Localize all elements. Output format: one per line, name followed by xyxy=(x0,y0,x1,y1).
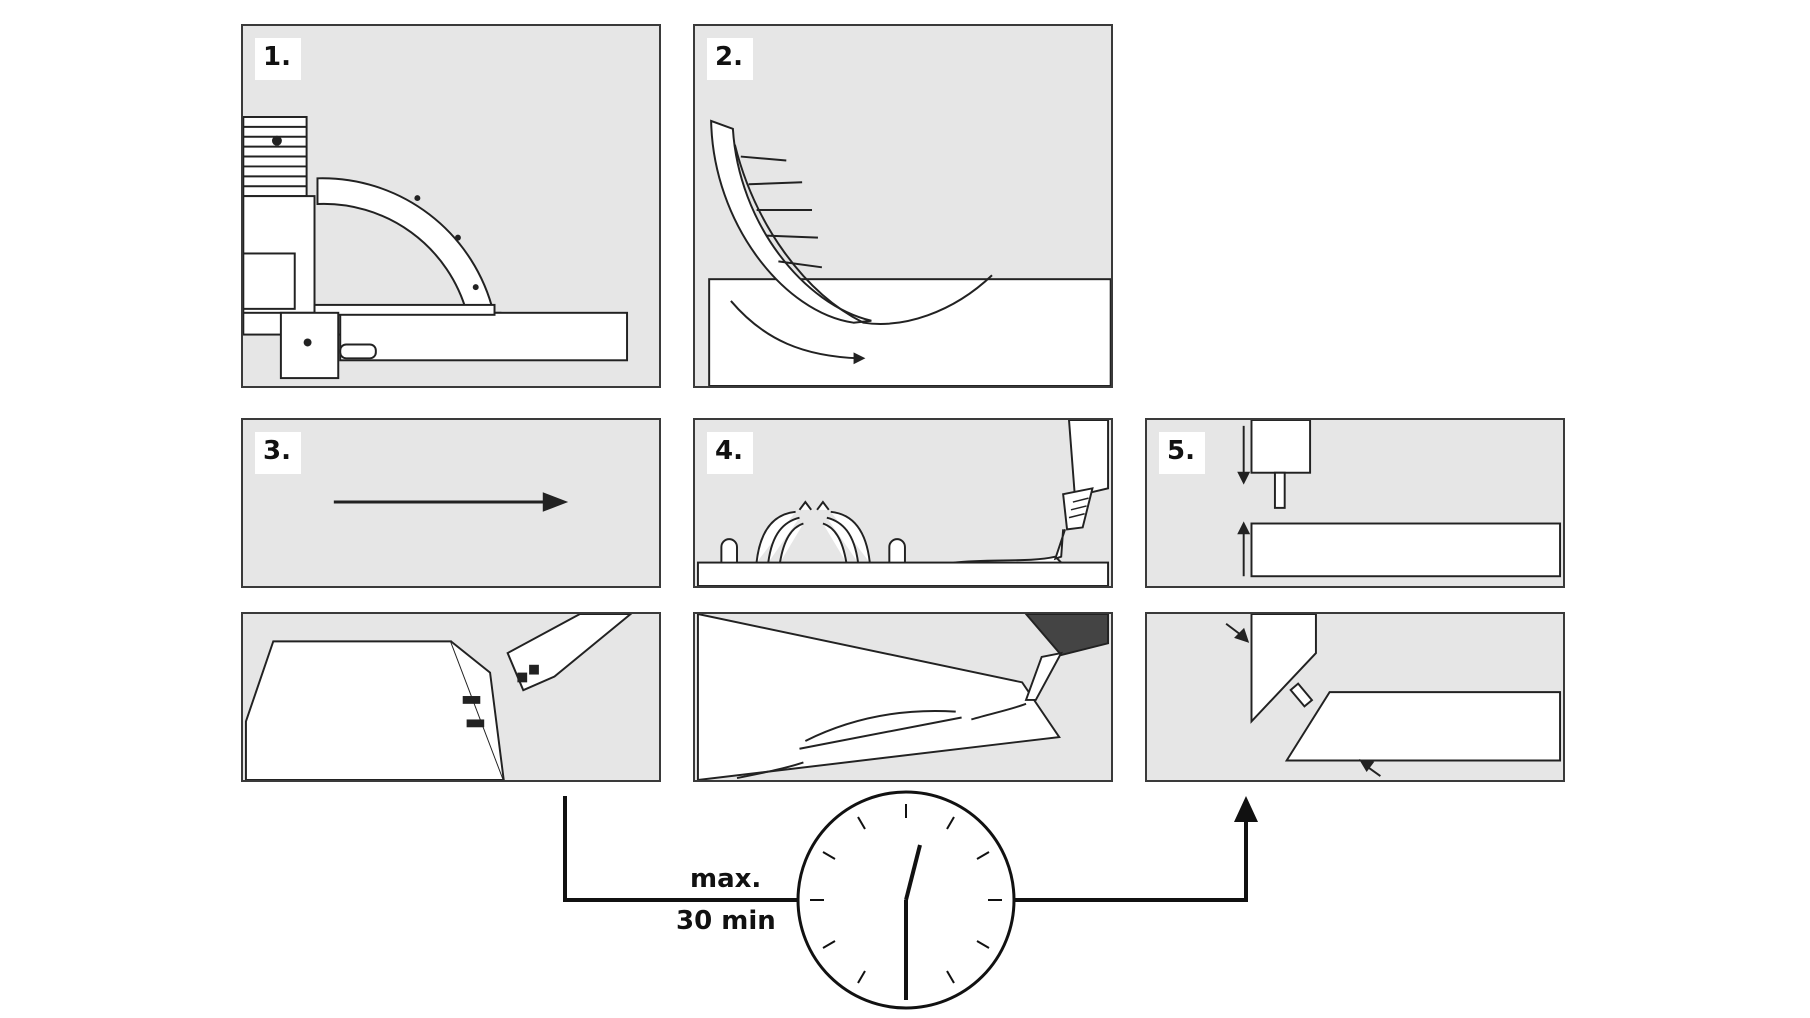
direction-arrow-icon xyxy=(333,492,569,512)
step-4-detail-panel xyxy=(693,612,1113,782)
step-5-number: 5. xyxy=(1159,432,1205,474)
step-4-number: 4. xyxy=(707,432,753,474)
blade-cut-illustration xyxy=(708,119,1111,386)
step-5-detail-panel xyxy=(1145,612,1565,782)
flow-line-left xyxy=(563,796,798,902)
step-3-panel: 3. xyxy=(241,418,661,588)
flow-arrow-icon xyxy=(1234,796,1258,822)
clock-icon xyxy=(796,790,1016,1010)
joint-press-illustration xyxy=(1225,614,1562,777)
step-1-panel: 1. xyxy=(241,24,661,388)
joint-assembly-illustration xyxy=(1237,420,1562,578)
flow-line-right xyxy=(1015,816,1248,902)
glue-application-illustration xyxy=(696,420,1110,586)
biscuit-joiner-illustration xyxy=(243,116,629,380)
glue-slot-illustration xyxy=(696,614,1110,780)
step-1-number: 1. xyxy=(255,38,301,80)
step-5-panel: 5. xyxy=(1145,418,1565,588)
timer-label-max: max. xyxy=(690,864,762,894)
timer-label-duration: 30 min xyxy=(676,906,776,936)
edge-cut-illustration xyxy=(244,614,633,780)
step-3-number: 3. xyxy=(255,432,301,474)
step-4-panel: 4. xyxy=(693,418,1113,588)
step-2-panel: 2. xyxy=(693,24,1113,388)
step-2-number: 2. xyxy=(707,38,753,80)
step-3-detail-panel xyxy=(241,612,661,782)
